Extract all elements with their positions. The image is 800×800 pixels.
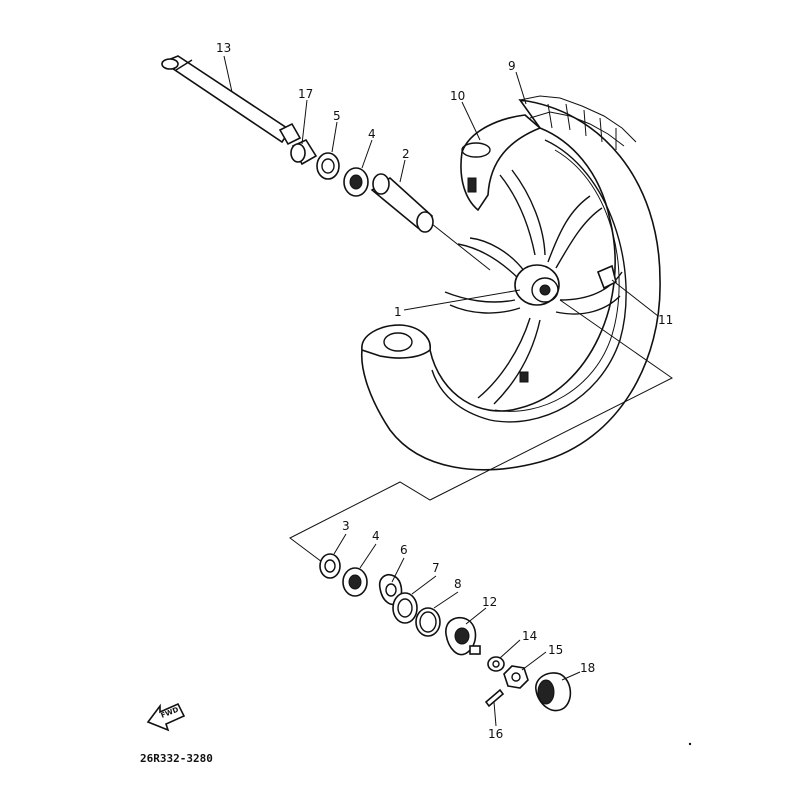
callout-10: 10 xyxy=(450,89,465,103)
speck xyxy=(688,742,692,746)
oil-seal xyxy=(316,152,340,180)
tyre-tread xyxy=(519,95,637,150)
callout-5: 5 xyxy=(333,109,341,123)
callout-1: 1 xyxy=(394,305,402,319)
cap xyxy=(535,672,572,712)
callout-17: 17 xyxy=(298,87,313,101)
collar xyxy=(290,138,318,166)
callout-2: 2 xyxy=(402,147,410,161)
washer xyxy=(487,656,505,672)
callout-14: 14 xyxy=(522,629,537,643)
part-code: 26R332-3280 xyxy=(140,752,213,765)
callout-9: 9 xyxy=(508,59,516,73)
bearing-upper xyxy=(343,167,369,197)
assembly-reference-lines xyxy=(289,223,673,563)
oil-seal-lower xyxy=(319,553,341,579)
axle xyxy=(161,55,302,146)
gear-unit-seal xyxy=(392,592,418,624)
callout-11: 11 xyxy=(658,313,673,327)
callout-12: 12 xyxy=(482,595,497,609)
front-wheel xyxy=(360,95,661,471)
callout-4-upper: 4 xyxy=(368,127,376,141)
callout-15: 15 xyxy=(548,643,563,657)
spacer xyxy=(370,173,434,233)
cotter-pin xyxy=(484,688,505,708)
callout-numbers: 13 17 5 4 2 10 9 11 1 3 4 6 7 8 12 14 15… xyxy=(216,41,673,741)
callout-18: 18 xyxy=(580,661,595,675)
callout-4-lower: 4 xyxy=(372,529,380,543)
callout-16: 16 xyxy=(488,727,503,741)
callout-7: 7 xyxy=(432,561,440,575)
forward-arrow-icon: FWD xyxy=(146,702,186,732)
callout-13: 13 xyxy=(216,41,231,55)
callout-6: 6 xyxy=(400,543,408,557)
callout-3: 3 xyxy=(342,519,350,533)
bearing-lower xyxy=(342,567,368,597)
ring xyxy=(415,607,441,637)
callout-8: 8 xyxy=(454,577,462,591)
leader-lines xyxy=(223,55,659,727)
castle-nut xyxy=(503,665,529,689)
meter-gear-unit xyxy=(445,616,481,656)
